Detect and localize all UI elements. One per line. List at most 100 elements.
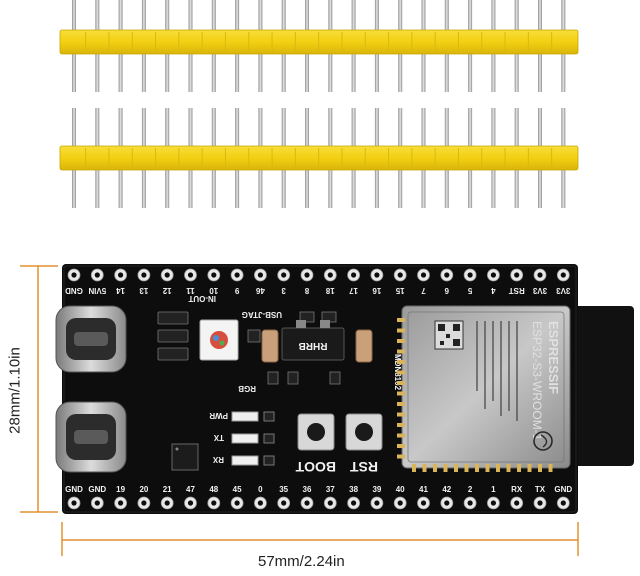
pin-label: RX xyxy=(511,485,523,494)
pin-label: 12 xyxy=(162,286,171,295)
module-pad xyxy=(397,370,405,375)
pin-label: 39 xyxy=(372,485,381,494)
pin-label: GND xyxy=(88,485,106,494)
module-pad xyxy=(475,464,479,472)
pin-label: 41 xyxy=(419,485,428,494)
module-pad xyxy=(496,464,500,472)
pin-label: 21 xyxy=(163,485,172,494)
in-out-label: IN-OUT xyxy=(188,294,216,303)
smd-components xyxy=(157,311,341,385)
rx-label: RX xyxy=(212,455,224,464)
module-pad xyxy=(506,464,511,472)
pin-label: 35 xyxy=(279,485,288,494)
module-pad xyxy=(397,454,405,459)
pin-label: 19 xyxy=(116,485,125,494)
pwr-led xyxy=(231,411,259,422)
pin-label: 13 xyxy=(139,286,148,295)
module-antenna-pcb xyxy=(560,306,634,466)
espressif-logo-icon xyxy=(533,431,553,451)
pin-label: 18 xyxy=(325,286,334,295)
pin-label: 8 xyxy=(304,286,309,295)
pin-label: 7 xyxy=(421,286,426,295)
pin-label: 10 xyxy=(209,286,218,295)
pin-label: 3V3 xyxy=(556,286,571,295)
module-castellated-pads xyxy=(397,318,553,472)
dimension-lines xyxy=(20,265,579,556)
pin-label: 5VIN xyxy=(88,286,106,295)
pin-label: 0 xyxy=(258,485,263,494)
module-pad xyxy=(527,464,532,472)
module-pad xyxy=(548,464,553,472)
usb-jtag-label: USB-JTAG xyxy=(242,310,282,319)
pin-label: 36 xyxy=(303,485,312,494)
module-pad xyxy=(433,464,437,472)
module-pad xyxy=(397,433,405,438)
pin-label: 15 xyxy=(395,286,404,295)
pin-label: TX xyxy=(535,485,546,494)
pin-label: 2 xyxy=(468,485,473,494)
boot-label: BOOT xyxy=(295,459,336,475)
pin-label: GND xyxy=(65,286,83,295)
module-pad xyxy=(397,391,405,396)
pin-label: 37 xyxy=(326,485,335,494)
pin-pads-bottom-row xyxy=(67,496,570,510)
rx-led xyxy=(231,455,259,466)
capacitor-right xyxy=(355,329,373,363)
rst-button[interactable] xyxy=(345,413,383,451)
capacitor-left xyxy=(261,329,279,363)
module-pad xyxy=(397,349,405,354)
pin-label: GND xyxy=(65,485,83,494)
rgb-led xyxy=(199,319,239,361)
module-pad xyxy=(397,423,405,427)
pin-label: 17 xyxy=(349,286,358,295)
pin-label: 3V3 xyxy=(532,286,547,295)
module-pad xyxy=(485,464,490,472)
ldo-regulator: RHRB xyxy=(281,320,345,361)
pin-pads-top-row xyxy=(67,268,570,282)
status-leds xyxy=(231,411,275,466)
pin-label: GND xyxy=(554,485,572,494)
pin-label: 1 xyxy=(491,485,496,494)
esp32-s3-module: ESP32-S3-WROOM-1 ESPRESSIF xyxy=(397,305,571,472)
usb-bridge-chip xyxy=(171,443,199,471)
module-pad xyxy=(422,464,427,472)
module-pad xyxy=(464,464,469,472)
module-pad xyxy=(397,328,405,333)
module-pad xyxy=(454,464,458,472)
pin-label: 16 xyxy=(372,286,381,295)
pwr-label: PWR xyxy=(209,411,228,420)
pin-label: 4 xyxy=(491,286,496,295)
module-pad xyxy=(397,444,405,448)
module-pad xyxy=(397,402,405,406)
pin-label: 5 xyxy=(467,286,472,295)
pin-label: 38 xyxy=(349,485,358,494)
module-spec-lines xyxy=(476,321,518,421)
module-pad xyxy=(443,464,448,472)
usb-c-port-top[interactable] xyxy=(55,305,127,373)
pin-header-strip-bottom xyxy=(59,108,579,208)
width-dimension-label: 57mm/2.24in xyxy=(258,553,345,570)
boot-button[interactable] xyxy=(297,413,335,451)
pin-label: 14 xyxy=(116,286,125,295)
module-pad xyxy=(397,412,405,417)
tx-label: TX xyxy=(213,433,224,442)
pin-label: RST xyxy=(509,286,525,295)
module-model-text: ESP32-S3-WROOM-1 xyxy=(530,321,544,441)
height-dimension-label: 28mm/1.10in xyxy=(6,347,24,434)
pin-label: 48 xyxy=(209,485,218,494)
module-qr-code-icon xyxy=(434,320,464,350)
pin-label: 45 xyxy=(233,485,242,494)
module-pad xyxy=(412,464,416,472)
module-pad xyxy=(517,464,521,472)
usb-c-port-bottom[interactable] xyxy=(55,401,127,473)
pin-label: 6 xyxy=(444,286,449,295)
module-pad xyxy=(538,464,542,472)
module-brand-text: ESPRESSIF xyxy=(546,321,561,394)
rgb-label: RGB xyxy=(238,384,256,393)
pin-label: 40 xyxy=(396,485,405,494)
module-pad xyxy=(397,318,405,322)
pin-label: 46 xyxy=(255,286,264,295)
